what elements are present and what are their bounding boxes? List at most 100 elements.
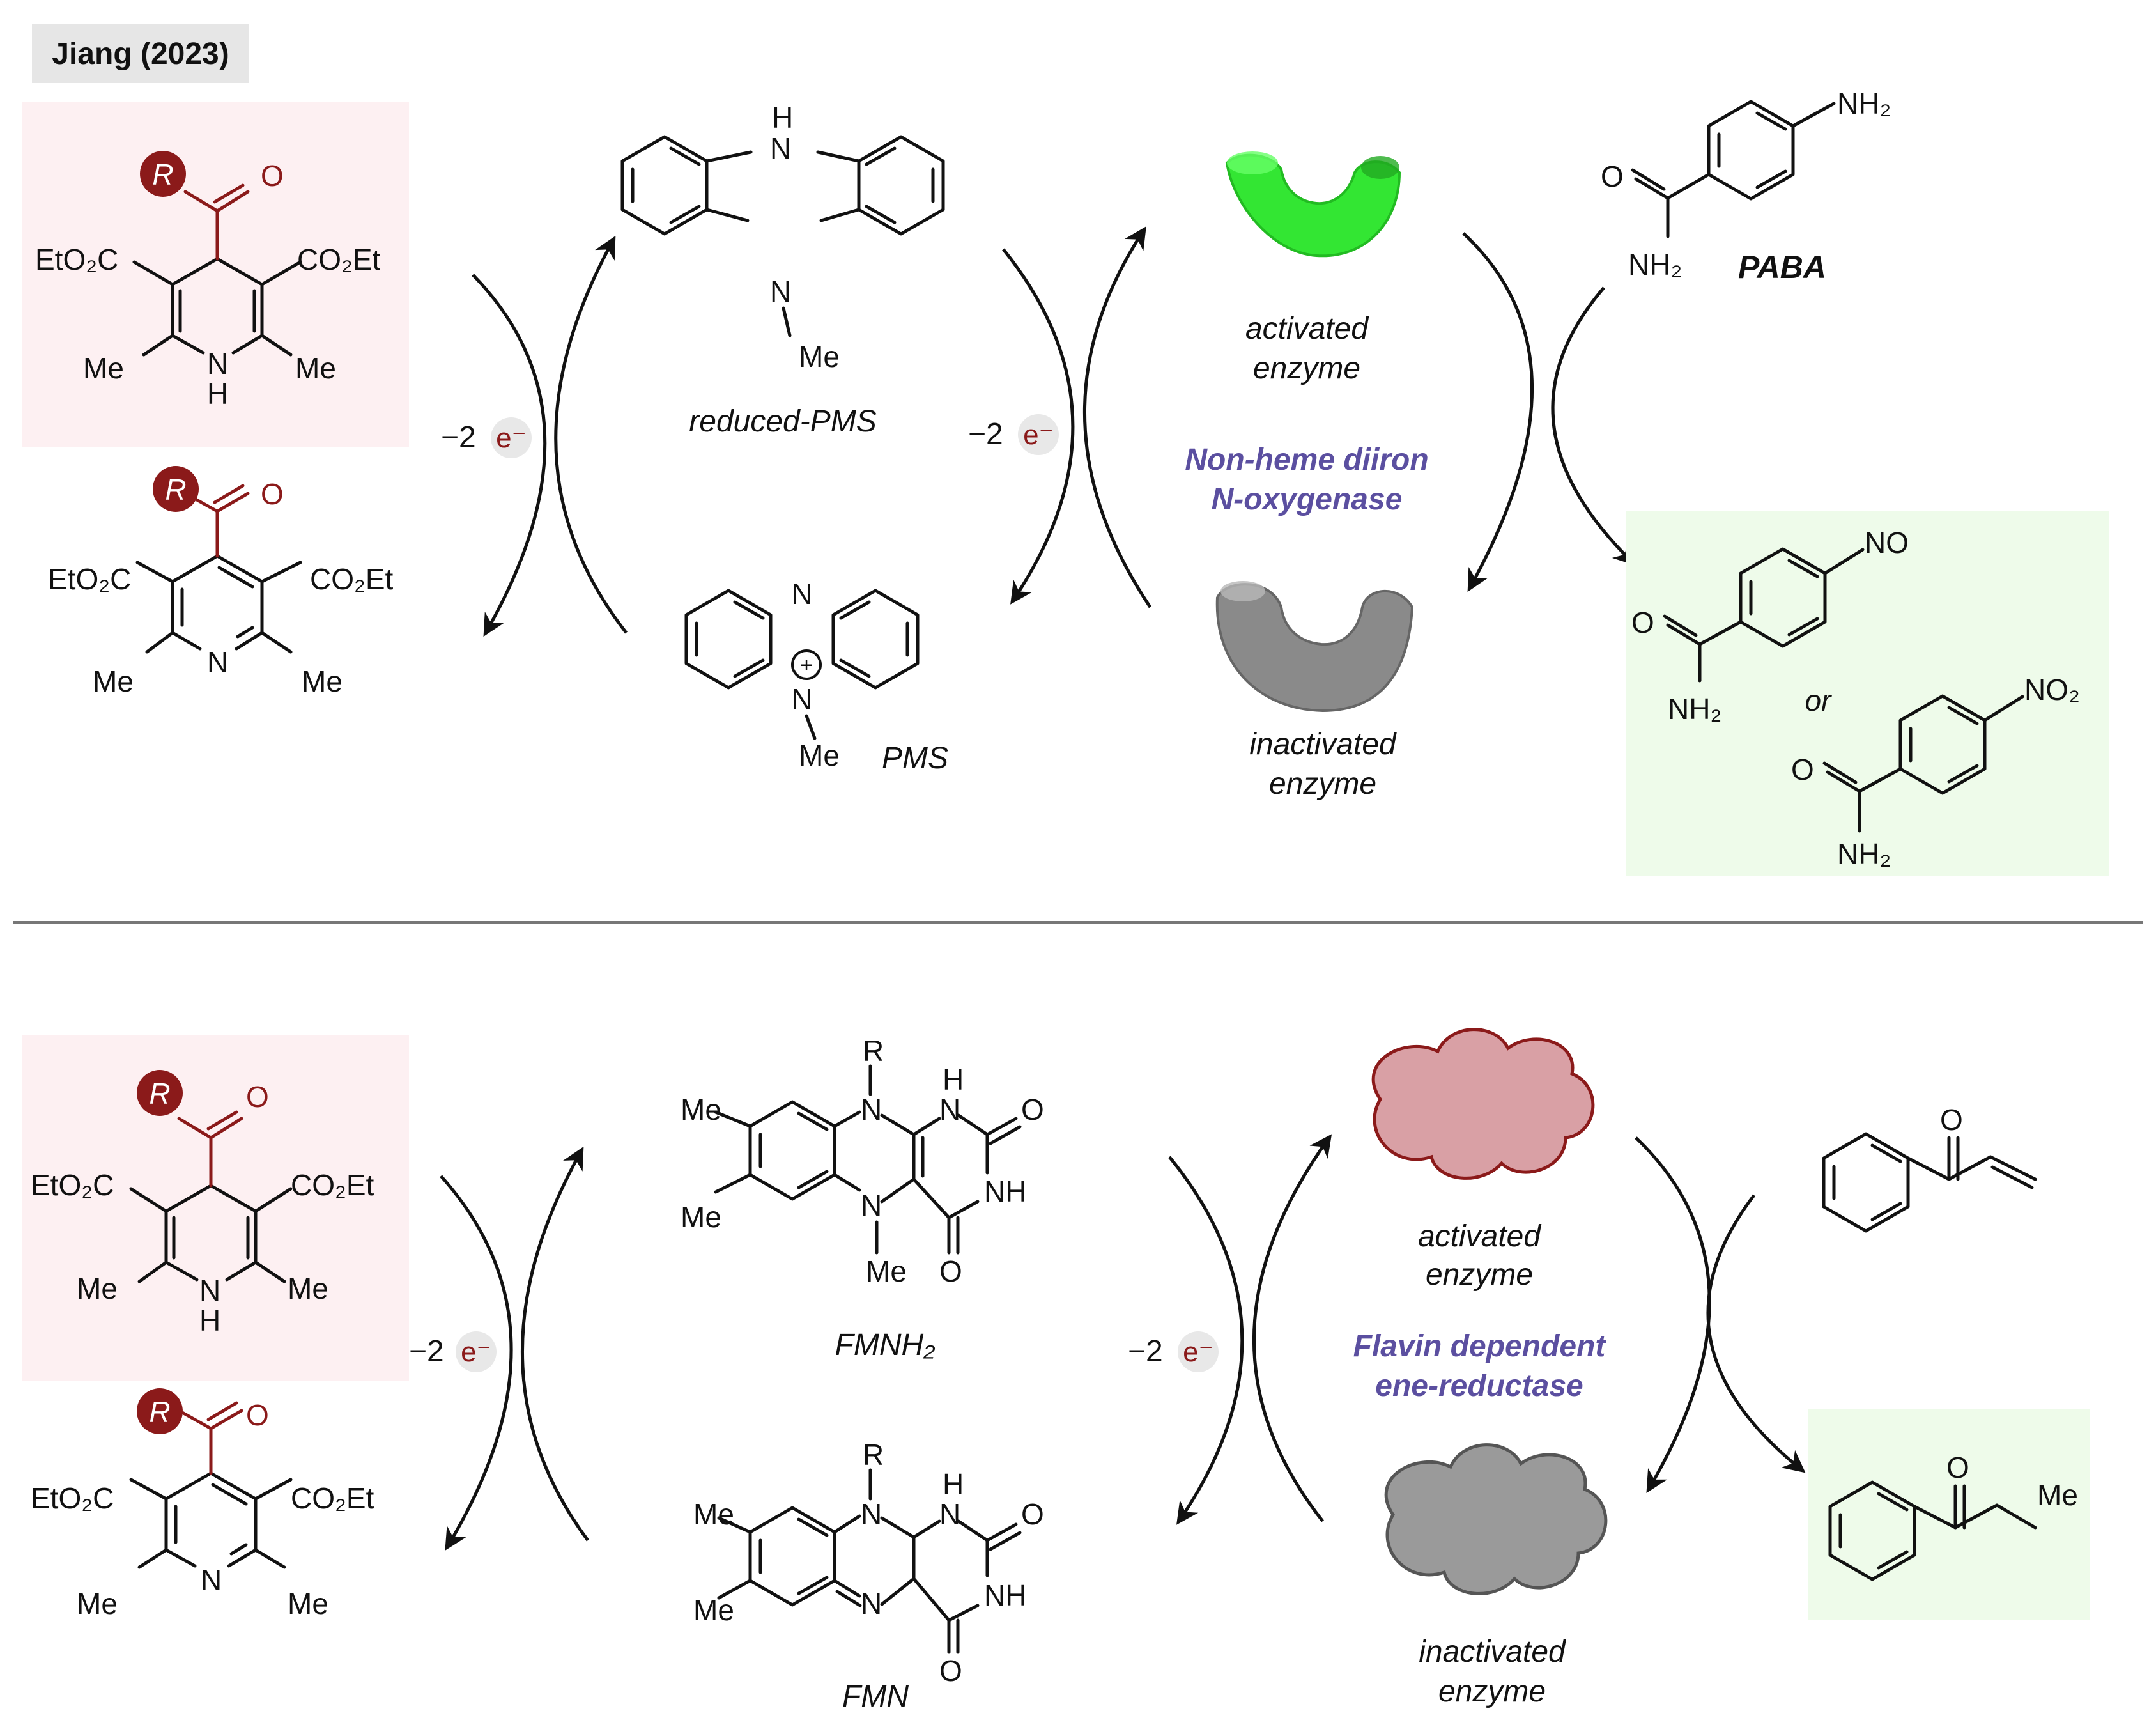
pms-n-label: N: [791, 577, 812, 610]
header-badge: Jiang (2023): [32, 24, 249, 83]
arc-arrow-up: [1083, 226, 1152, 608]
inactivated-enzyme-line2: enzyme: [1269, 767, 1376, 801]
activated-cloud-shape: [1371, 1028, 1595, 1180]
c2-o-label: O: [1021, 1498, 1044, 1531]
c4-o-label: O: [939, 1654, 962, 1687]
ring-h-label: H: [207, 377, 228, 410]
ribityl-r-label: R: [863, 1438, 884, 1471]
arc-arrow-to-product: [1706, 1194, 1806, 1473]
electron-symbol: e⁻: [1023, 419, 1054, 451]
bottom-panel: R O EtO₂C CO₂Et Me Me N H: [22, 1028, 2090, 1714]
carbonyl-o-label: O: [261, 477, 284, 511]
nh-h-label: H: [772, 101, 793, 134]
carbonyl-o-label: O: [246, 1080, 269, 1113]
ester-left-label: EtO₂C: [31, 1168, 114, 1202]
methyl-right-label: Me: [302, 665, 343, 698]
oxidized-mediator-label: PMS: [882, 741, 948, 775]
pms-n-plus-label: N: [791, 683, 812, 716]
inactivated-enzyme-line2: enzyme: [1438, 1675, 1546, 1708]
n5-label: N: [861, 1587, 882, 1620]
fmn-structure: Me Me N R N N H O NH O FMN: [693, 1438, 1044, 1714]
ester-right-label: CO₂Et: [310, 562, 394, 596]
methyl-8-label: Me: [693, 1593, 734, 1627]
methyl-7-label: Me: [693, 1498, 734, 1531]
electron-badge: [456, 1331, 497, 1372]
inactivated-enzyme-line1: inactivated: [1249, 727, 1397, 761]
arc-arrow-down: [1168, 1156, 1244, 1525]
electron-symbol: e⁻: [461, 1336, 491, 1368]
electron-count-label: −2: [968, 417, 1003, 451]
paba-carbonyl-o-label: O: [1601, 160, 1624, 193]
electron-badge: [491, 417, 532, 458]
r-group-label: R: [165, 473, 186, 506]
phenyl-vinyl-ketone: O: [1824, 1103, 2037, 1231]
electron-badge: [1178, 1331, 1219, 1372]
ring-h-label: H: [199, 1304, 220, 1337]
inactivated-enzyme-shape: [1215, 583, 1414, 713]
n1-h-label: H: [943, 1468, 964, 1501]
ring-n-label: N: [199, 1274, 220, 1307]
or-label: or: [1805, 684, 1833, 717]
paba-amine-label: NH₂: [1837, 87, 1891, 120]
carbonyl-o-label: O: [261, 159, 284, 192]
methyl-right-label: Me: [288, 1272, 328, 1305]
nme-n-label: N: [770, 275, 791, 308]
n1-nh-label: N: [939, 1093, 960, 1126]
bottom-enzyme-class-line2: ene-reductase: [1375, 1369, 1583, 1403]
nitroso-product: NO O NH₂: [1631, 526, 1909, 725]
nitro-product: NO₂ O NH₂: [1791, 673, 2080, 871]
bottom-electron-transfer-arrows-1: −2 e⁻: [409, 1146, 590, 1551]
top-electron-transfer-arrows-2: −2 e⁻: [968, 226, 1152, 608]
r-group-label: R: [152, 158, 173, 191]
n1-h-label: H: [943, 1063, 964, 1096]
electron-count-label: −2: [441, 421, 476, 454]
n10-label: N: [861, 1498, 882, 1531]
ketone-o-label: O: [1946, 1451, 1969, 1484]
arc-arrow-to-product: [1551, 286, 1636, 566]
methyl-right-label: Me: [295, 352, 336, 385]
nitro-amide-label: NH₂: [1837, 837, 1891, 871]
top-pyridine-product: R O EtO₂C CO₂Et Me Me N: [48, 466, 394, 698]
inactivated-enzyme-line1: inactivated: [1419, 1635, 1566, 1669]
bottom-activated-enzyme: activated enzyme: [1371, 1028, 1595, 1292]
methyl-left-label: Me: [93, 665, 134, 698]
reduced-flavin-label: FMNH₂: [835, 1328, 936, 1362]
propiophenone-product: O Me: [1830, 1451, 2078, 1579]
electron-count-label: −2: [1128, 1335, 1163, 1368]
nme-methyl-label: Me: [799, 340, 840, 373]
top-electron-transfer-arrows-1: −2 e⁻: [441, 235, 628, 637]
top-activated-enzyme: activated enzyme: [1225, 151, 1401, 385]
arc-arrow-down: [1002, 248, 1075, 605]
methyl-left-label: Me: [83, 352, 124, 385]
paba-amide-label: NH₂: [1628, 248, 1682, 281]
n1-nh-label: N: [939, 1498, 960, 1531]
scheme-title: Jiang (2023): [52, 37, 229, 71]
methyl-left-label: Me: [77, 1587, 118, 1620]
arc-arrow-down: [1462, 232, 1534, 592]
oxidized-flavin-label: FMN: [842, 1680, 909, 1714]
methyl-8-label: Me: [681, 1200, 721, 1234]
bottom-electron-transfer-arrows-2: −2 e⁻: [1128, 1134, 1332, 1525]
electron-symbol: e⁻: [496, 422, 527, 454]
nh-n-label: N: [770, 132, 791, 165]
n10-label: N: [861, 1093, 882, 1126]
ester-left-label: EtO₂C: [48, 562, 131, 596]
ester-left-label: EtO₂C: [31, 1482, 114, 1515]
arc-arrow-up: [520, 1146, 590, 1542]
electron-badge: [1018, 414, 1059, 455]
top-inactivated-enzyme: inactivated enzyme: [1215, 581, 1414, 801]
bottom-substrate-box: [22, 1035, 409, 1381]
ribityl-r-label: R: [863, 1034, 884, 1067]
ethyl-methyl-label: Me: [2037, 1478, 2078, 1512]
activated-enzyme-line1: activated: [1418, 1220, 1541, 1253]
ring-n-label: N: [201, 1563, 222, 1597]
c4-o-label: O: [939, 1255, 962, 1288]
carbonyl-o-label: O: [246, 1398, 269, 1432]
arc-arrow-down: [440, 1175, 513, 1551]
activated-enzyme-line1: activated: [1245, 312, 1369, 346]
top-turnover-arrows: [1462, 232, 1636, 592]
arc-arrow-up: [554, 235, 628, 634]
activated-enzyme-line2: enzyme: [1426, 1258, 1533, 1292]
fmnh2-structure: Me Me N R N Me N H O NH: [681, 1034, 1044, 1362]
top-panel: R O EtO₂C CO₂Et Me Me N H: [22, 87, 2109, 876]
